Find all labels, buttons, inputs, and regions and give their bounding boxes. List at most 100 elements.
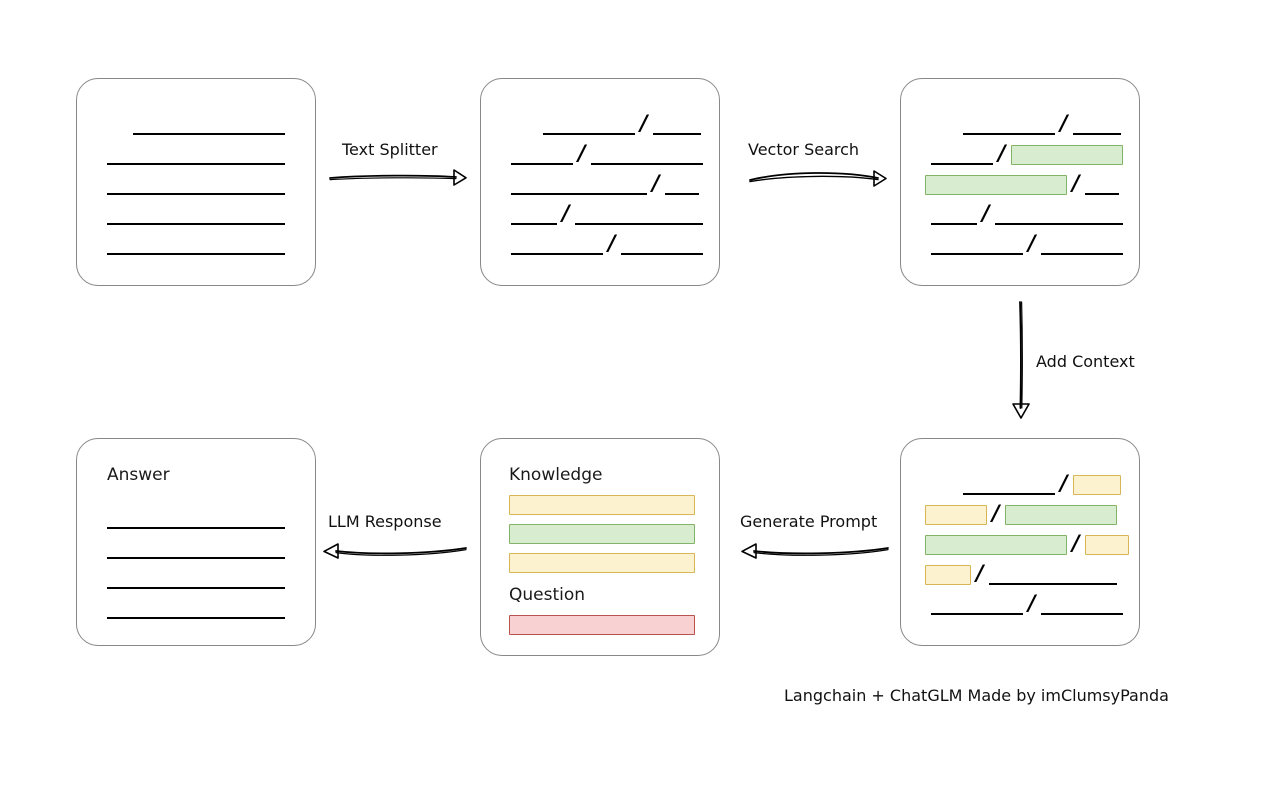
footer-credit: Langchain + ChatGLM Made by imClumsyPand…: [784, 686, 1169, 705]
highlight-chip-yellow: [1072, 475, 1121, 495]
document-line-row: /: [511, 202, 703, 225]
answer-label: Answer: [107, 465, 170, 485]
document-line-row: /: [511, 230, 703, 255]
knowledge-label: Knowledge: [509, 465, 603, 485]
document-line-row: [107, 205, 285, 225]
highlight-chip-green: [925, 175, 1067, 195]
text-underline: [107, 617, 285, 619]
prompt-bar-yellow: [509, 495, 695, 515]
segment-separator-slash: /: [998, 140, 1006, 165]
text-underline: [994, 223, 1123, 225]
arrow-generate-prompt-glyph: [741, 543, 889, 559]
prompt-bar-red: [509, 615, 695, 635]
document-line-row: /: [925, 530, 1129, 555]
segment-separator-slash: /: [976, 560, 984, 585]
segment-separator-slash: /: [1072, 170, 1080, 195]
document-line-row: /: [925, 500, 1117, 525]
text-underline: [511, 223, 557, 225]
text-underline: [590, 163, 703, 165]
document-line-row: /: [931, 230, 1123, 255]
document-line-row: /: [931, 140, 1123, 165]
segment-separator-slash: /: [982, 200, 990, 225]
text-underline: [133, 133, 285, 135]
document-line-row: [107, 175, 285, 195]
text-underline: [511, 193, 647, 195]
highlight-chip-yellow: [1084, 535, 1129, 555]
text-underline: [1084, 193, 1119, 195]
segment-separator-slash: /: [1060, 470, 1068, 495]
highlight-chip-yellow: [925, 565, 971, 585]
arrow-generate-prompt: Generate Prompt: [740, 512, 890, 562]
text-underline: [107, 527, 285, 529]
text-underline: [107, 193, 285, 195]
prompt-box[interactable]: Knowledge Question: [480, 438, 720, 656]
text-underline: [574, 223, 703, 225]
segment-separator-slash: /: [1060, 110, 1068, 135]
segment-separator-slash: /: [578, 140, 586, 165]
highlight-chip-green: [925, 535, 1067, 555]
document-line-row: [107, 235, 285, 255]
text-underline: [543, 133, 635, 135]
text-underline: [931, 253, 1023, 255]
text-underline: [931, 223, 977, 225]
text-underline: [107, 587, 285, 589]
document-line-row: [107, 145, 285, 165]
arrow-generate-prompt-label: Generate Prompt: [740, 512, 878, 531]
document-line-row: [107, 569, 285, 589]
segment-separator-slash: /: [992, 500, 1000, 525]
text-underline: [1072, 133, 1121, 135]
segment-separator-slash: /: [1028, 590, 1036, 615]
document-line-row: /: [925, 560, 1117, 585]
document-line-row: /: [511, 140, 703, 165]
text-underline: [963, 133, 1055, 135]
text-underline: [963, 493, 1055, 495]
answer-box[interactable]: Answer: [76, 438, 316, 646]
document-line-row: /: [543, 110, 701, 135]
document-line-row: /: [931, 200, 1123, 225]
arrow-add-context-label: Add Context: [1036, 352, 1135, 371]
arrow-llm-response-glyph: [323, 543, 467, 559]
text-underline: [511, 163, 573, 165]
document-line-row: /: [963, 110, 1121, 135]
text-underline: [107, 557, 285, 559]
text-underline: [107, 253, 285, 255]
arrow-text-splitter: Text Splitter: [328, 140, 468, 190]
arrow-text-splitter-glyph: [329, 169, 467, 186]
highlight-chip-green: [1004, 505, 1117, 525]
text-underline: [107, 163, 285, 165]
text-underline: [511, 253, 603, 255]
text-underline: [664, 193, 699, 195]
text-underline: [988, 583, 1117, 585]
arrow-llm-response: LLM Response: [322, 512, 468, 562]
text-underline: [1040, 613, 1123, 615]
highlight-chip-yellow: [925, 505, 987, 525]
arrow-vector-search-label: Vector Search: [748, 140, 860, 159]
text-underline: [107, 223, 285, 225]
arrow-add-context-glyph: [1012, 301, 1030, 419]
segment-separator-slash: /: [640, 110, 648, 135]
arrow-text-splitter-label: Text Splitter: [342, 140, 438, 159]
document-line-row: [133, 115, 285, 135]
arrow-add-context: Add Context: [1008, 300, 1188, 420]
segment-separator-slash: /: [1072, 530, 1080, 555]
segment-separator-slash: /: [1028, 230, 1036, 255]
prompt-bar-green: [509, 524, 695, 544]
text-underline: [931, 613, 1023, 615]
segment-separator-slash: /: [608, 230, 616, 255]
text-underline: [931, 163, 993, 165]
arrow-vector-search-glyph: [749, 170, 887, 187]
segment-separator-slash: /: [652, 170, 660, 195]
question-label: Question: [509, 585, 586, 605]
highlight-chip-green: [1010, 145, 1123, 165]
source-document-box[interactable]: [76, 78, 316, 286]
split-chunks-box[interactable]: / / / / /: [480, 78, 720, 286]
context-chunks-box[interactable]: / / / / /: [900, 438, 1140, 646]
text-underline: [652, 133, 701, 135]
prompt-bar-yellow: [509, 553, 695, 573]
matched-chunks-box[interactable]: / / / / /: [900, 78, 1140, 286]
document-line-row: /: [511, 170, 699, 195]
document-line-row: [107, 539, 285, 559]
document-line-row: [107, 509, 285, 529]
arrow-vector-search: Vector Search: [748, 140, 888, 190]
